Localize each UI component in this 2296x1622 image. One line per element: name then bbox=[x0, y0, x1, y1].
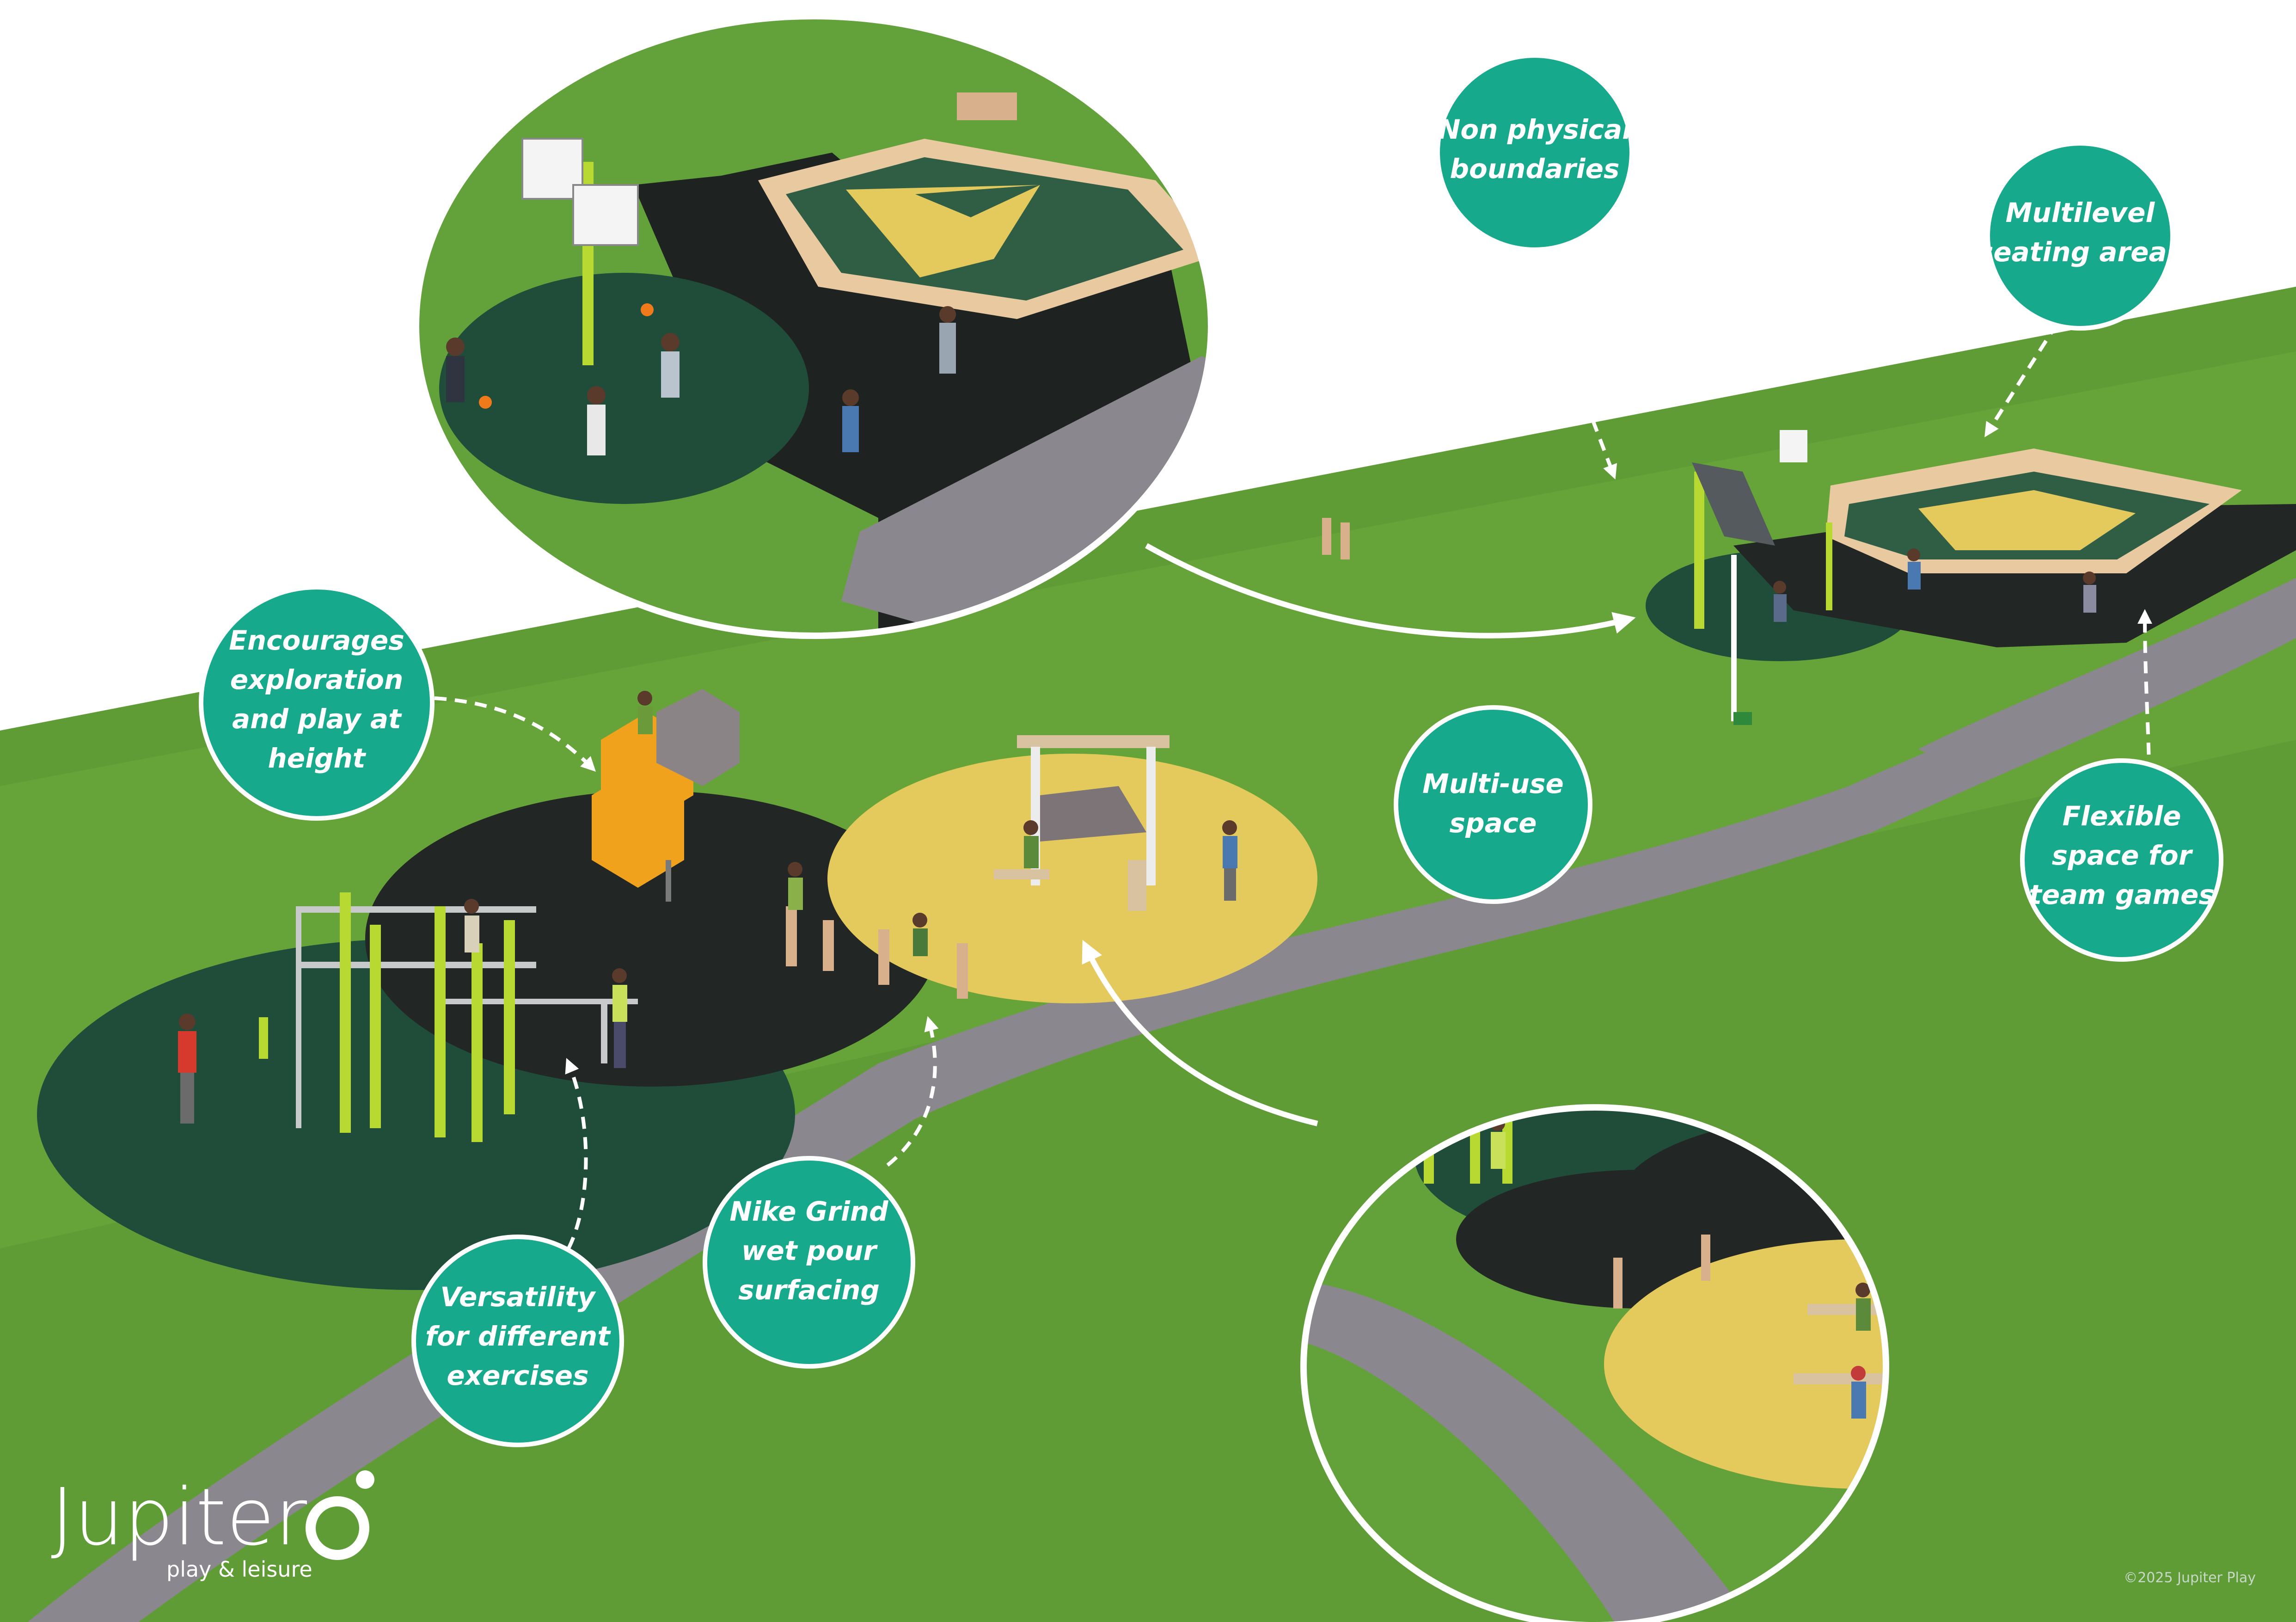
callout-text: surfacing bbox=[738, 1274, 880, 1306]
jupiter-logo: Jupiter play & leisure bbox=[51, 1470, 374, 1582]
callout-text: wet pour bbox=[741, 1235, 878, 1266]
callout-text: Multi-use bbox=[1422, 768, 1564, 799]
callout-text: seating areas bbox=[1978, 236, 2183, 268]
callout-text: Versatility bbox=[440, 1281, 596, 1313]
callout-text: team games bbox=[2029, 879, 2215, 910]
footpath bbox=[28, 596, 2296, 1622]
callout-text: Flexible bbox=[2063, 800, 2181, 832]
callout-non-physical-boundaries: Non physical boundaries bbox=[1435, 53, 1634, 252]
callout-text: Multilevel bbox=[2006, 197, 2155, 228]
callout-text: exploration bbox=[230, 664, 403, 695]
far-muga-area bbox=[1322, 430, 2296, 725]
callout-flexible-space: Flexible space for team games bbox=[2020, 758, 2223, 962]
logo-tagline: play & leisure bbox=[166, 1557, 312, 1582]
callout-nike-grind: Nike Grind wet pour surfacing bbox=[703, 1156, 915, 1369]
people-gym bbox=[178, 899, 627, 1124]
callout-text: boundaries bbox=[1450, 153, 1620, 184]
logo-name: Jupiter bbox=[51, 1472, 307, 1563]
callout-text: space bbox=[1450, 807, 1537, 839]
callout-versatility: Versatility for different exercises bbox=[411, 1235, 624, 1447]
callout-text: exercises bbox=[447, 1360, 588, 1391]
logo-mark-icon bbox=[306, 1470, 374, 1560]
footpath-branch bbox=[1918, 578, 2296, 768]
callout-multi-use-space: Multi-use space bbox=[1394, 705, 1592, 904]
callout-multilevel-seating: Multilevel seating areas bbox=[1978, 141, 2183, 331]
callout-encourages-exploration: Encourages exploration and play at heigh… bbox=[199, 585, 435, 821]
yellow-surface bbox=[827, 754, 1317, 1003]
arrow-bottom-to-play bbox=[1082, 940, 1318, 1126]
callout-text: and play at bbox=[232, 703, 402, 735]
timber-posts bbox=[786, 862, 968, 999]
callout-text: Encourages bbox=[229, 625, 404, 656]
copyright-text: ©2025 Jupiter Play bbox=[2124, 1570, 2256, 1586]
callout-text: Non physical bbox=[1438, 114, 1632, 145]
yellow-area-equipment bbox=[994, 735, 1237, 911]
arrow-top-to-muga bbox=[1145, 543, 1636, 639]
zoom-circle-muga bbox=[413, 13, 1214, 639]
climbing-tower bbox=[592, 689, 740, 902]
callout-text: space for bbox=[2052, 840, 2193, 871]
callout-text: for different bbox=[425, 1321, 611, 1352]
callout-text: height bbox=[268, 743, 366, 774]
callout-text: Nike Grind bbox=[729, 1196, 888, 1227]
